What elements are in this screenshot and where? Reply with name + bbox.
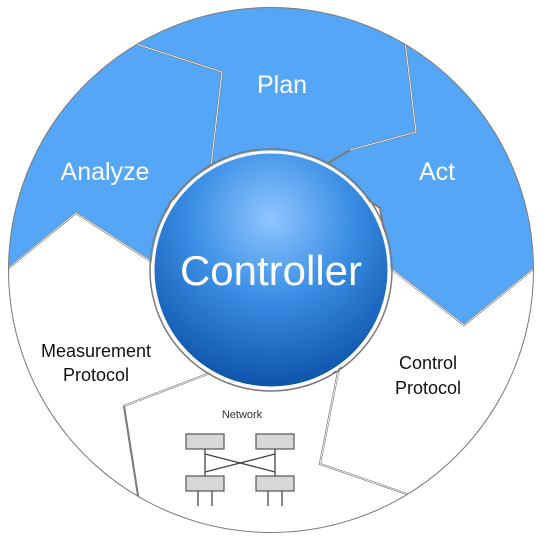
measurement-protocol-label-line1: Measurement	[41, 341, 151, 361]
controller-circle[interactable]	[151, 150, 391, 390]
act-label: Act	[419, 158, 455, 186]
network-icon	[185, 433, 295, 506]
network-label: Network	[222, 409, 263, 421]
plan-label: Plan	[257, 71, 307, 99]
analyze-label: Analyze	[61, 158, 150, 186]
control-protocol-label-line1: Control	[399, 353, 457, 373]
measurement-protocol-label-line2: Protocol	[63, 365, 129, 385]
controller-label: Controller	[180, 247, 362, 294]
control-protocol-label-line2: Protocol	[395, 378, 461, 398]
